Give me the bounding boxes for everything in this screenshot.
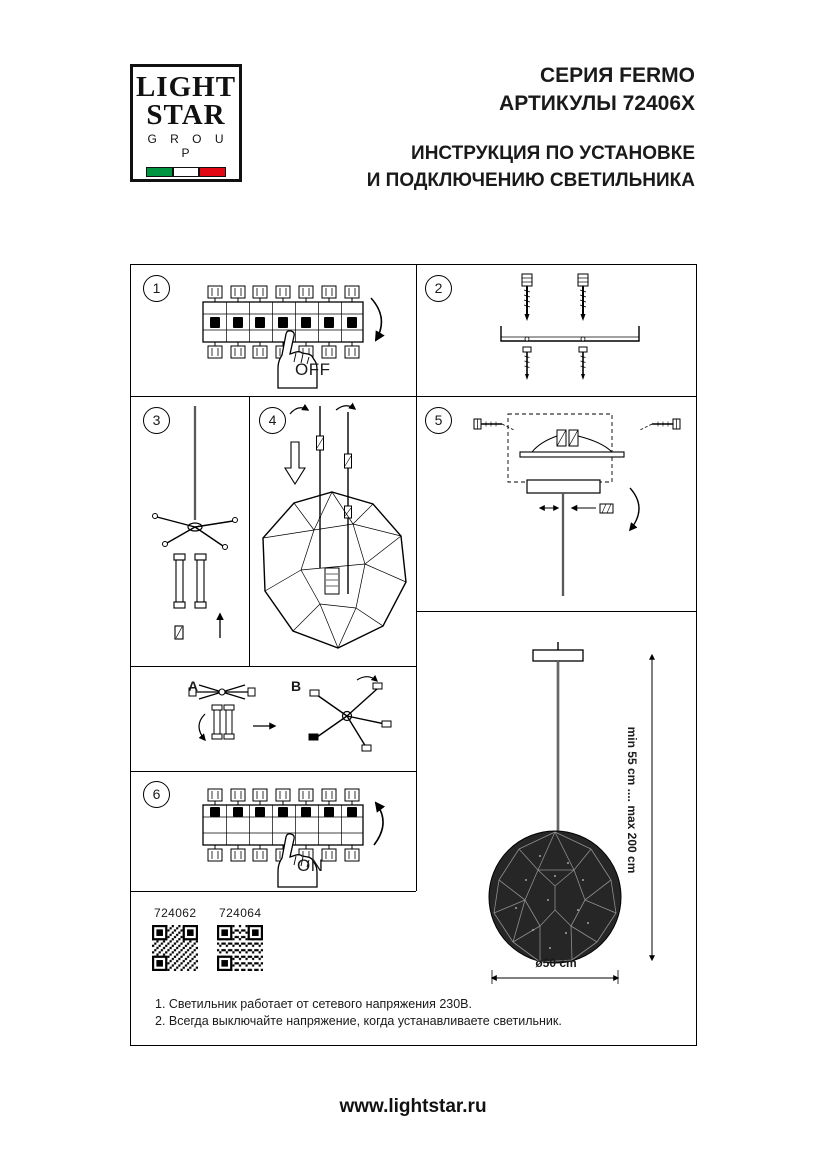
step-1-badge: 1 xyxy=(143,275,170,302)
logo-word-group: G R O U P xyxy=(147,132,229,160)
articles-title: АРТИКУЛЫ 72406X xyxy=(499,92,695,115)
note-1: 1. Светильник работает от сетевого напря… xyxy=(155,997,472,1011)
mounting-hardware-diagram xyxy=(500,273,640,380)
divider xyxy=(131,396,696,397)
divider xyxy=(416,265,417,891)
step-5-badge: 5 xyxy=(425,407,452,434)
divider xyxy=(131,771,416,772)
website-url: www.lightstar.ru xyxy=(339,1096,487,1117)
step-6-badge: 6 xyxy=(143,781,170,808)
instruction-title-line2: И ПОДКЛЮЧЕНИЮ СВЕТИЛЬНИКА xyxy=(366,170,695,191)
lightstar-logo: LIGHT STAR G R O U P xyxy=(130,64,242,182)
qr-code-724064 xyxy=(217,925,263,971)
height-range-dimension: min 55 cm .... max 200 cm xyxy=(625,726,639,874)
divider xyxy=(131,891,416,892)
shade-assembly-diagram xyxy=(262,402,407,649)
step-4-badge: 4 xyxy=(259,407,286,434)
circuit-breaker-off-diagram xyxy=(202,285,385,389)
circuit-breaker-on-diagram xyxy=(202,788,386,888)
cross-bracket-rods-diagram xyxy=(152,406,238,640)
product-code-1: 724062 xyxy=(154,906,197,920)
off-label: OFF xyxy=(295,360,331,379)
bracket-variants-diagram xyxy=(188,675,392,752)
logo-word-star: STAR xyxy=(146,99,226,131)
diameter-dimension: ø50 cm xyxy=(535,956,577,970)
product-code-2: 724064 xyxy=(219,906,262,920)
series-title: СЕРИЯ FERMO xyxy=(539,64,695,87)
italian-flag-icon xyxy=(146,167,227,177)
logo-word-light: LIGHT xyxy=(135,71,237,103)
variant-b-label: B xyxy=(291,678,302,694)
on-label: ON xyxy=(297,856,324,875)
divider xyxy=(249,396,250,666)
header: СЕРИЯ FERMO АРТИКУЛЫ 72406X ИНСТРУКЦИЯ П… xyxy=(367,62,695,194)
ceiling-plate-diagram xyxy=(473,413,681,596)
step-3-badge: 3 xyxy=(143,407,170,434)
instruction-title-line1: ИНСТРУКЦИЯ ПО УСТАНОВКЕ xyxy=(411,143,695,164)
step-2-badge: 2 xyxy=(425,275,452,302)
pendant-lamp-diagram xyxy=(488,642,655,984)
divider xyxy=(416,611,696,612)
divider xyxy=(131,666,416,667)
diagram-frame xyxy=(130,264,697,1046)
variant-a-label: A xyxy=(188,678,199,694)
note-2: 2. Всегда выключайте напряжение, когда у… xyxy=(155,1014,562,1028)
qr-code-724062 xyxy=(152,925,198,971)
